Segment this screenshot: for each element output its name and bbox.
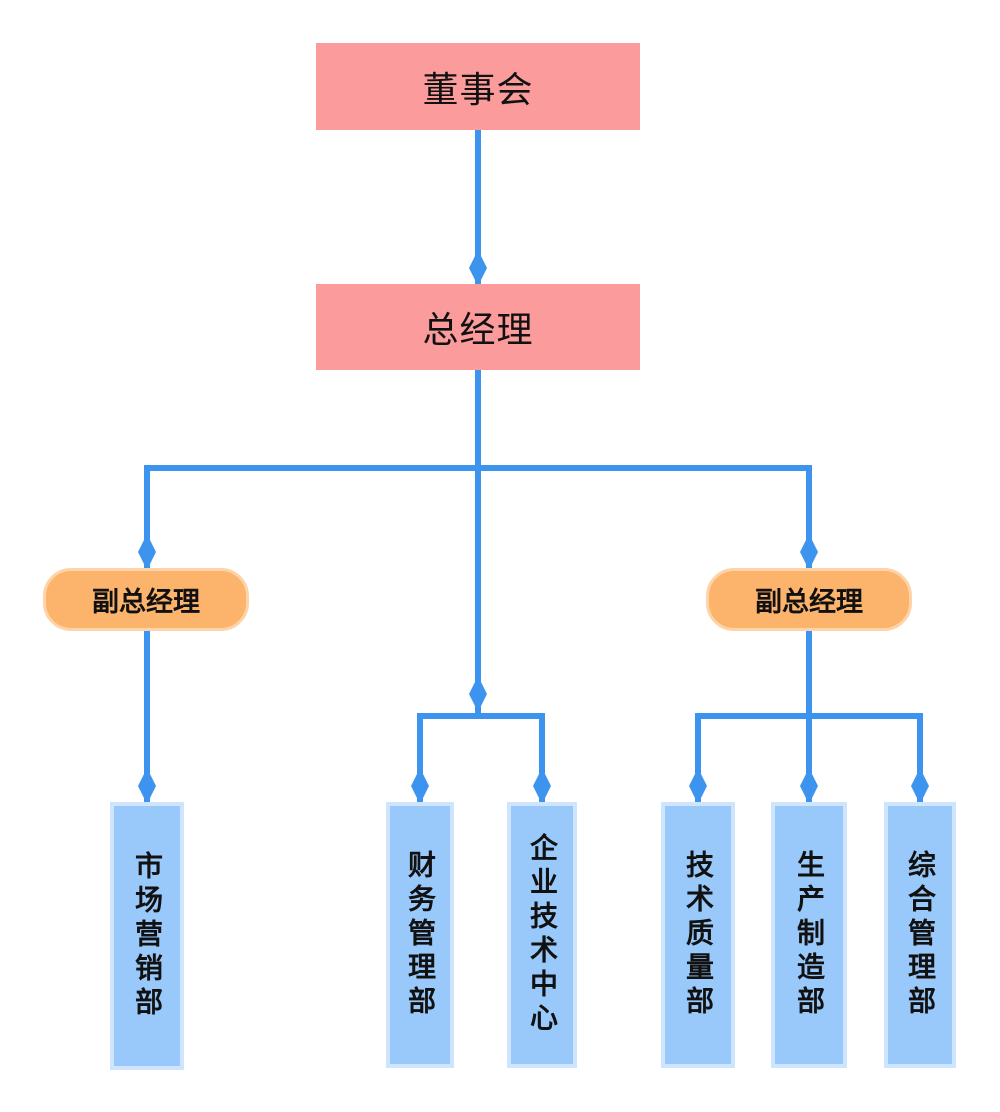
department-quality: 技术质量部 <box>661 802 735 1068</box>
department-admin-label: 综合管理部 <box>904 850 937 1020</box>
arrowhead-vp-left <box>138 534 156 570</box>
arrowhead-admin <box>911 768 929 804</box>
department-production-label: 生产制造部 <box>793 850 826 1020</box>
department-tech-center: 企业技术中心 <box>507 802 577 1068</box>
department-admin: 综合管理部 <box>884 802 956 1068</box>
department-production: 生产制造部 <box>771 802 847 1068</box>
arrowhead-vp-right <box>800 534 818 570</box>
board-label: 董事会 <box>422 69 534 111</box>
arrowhead-tech-center <box>533 768 551 804</box>
department-finance-label: 财务管理部 <box>404 850 437 1020</box>
department-finance: 财务管理部 <box>386 802 454 1068</box>
connector-gm-vp-right <box>478 465 812 570</box>
arrowhead-finance <box>411 768 429 804</box>
general-manager-label: 总经理 <box>422 310 534 351</box>
connector-gm-vp-left <box>144 465 478 570</box>
arrowhead-quality <box>689 768 707 804</box>
arrowhead-gm <box>469 250 487 286</box>
board-node: 董事会 <box>316 43 640 130</box>
arrowhead-trunk-split <box>469 676 487 712</box>
vice-manager-left-node: 副总经理 <box>43 568 249 631</box>
vice-manager-left-label: 副总经理 <box>92 587 200 618</box>
vice-manager-right-node: 副总经理 <box>706 568 912 631</box>
arrowhead-production <box>800 768 818 804</box>
general-manager-node: 总经理 <box>316 284 640 370</box>
connector-vp-right-quality <box>695 713 809 802</box>
connector-gm-tech-center <box>478 713 545 802</box>
vice-manager-right-label: 副总经理 <box>755 587 863 618</box>
department-marketing: 市场营销部 <box>110 802 184 1070</box>
department-quality-label: 技术质量部 <box>682 850 715 1020</box>
connector-vp-right-admin <box>809 713 923 802</box>
department-marketing-label: 市场营销部 <box>131 851 164 1021</box>
connector-gm-finance <box>417 713 478 802</box>
department-tech-center-label: 企业技术中心 <box>526 833 559 1037</box>
arrowhead-marketing <box>138 768 156 804</box>
